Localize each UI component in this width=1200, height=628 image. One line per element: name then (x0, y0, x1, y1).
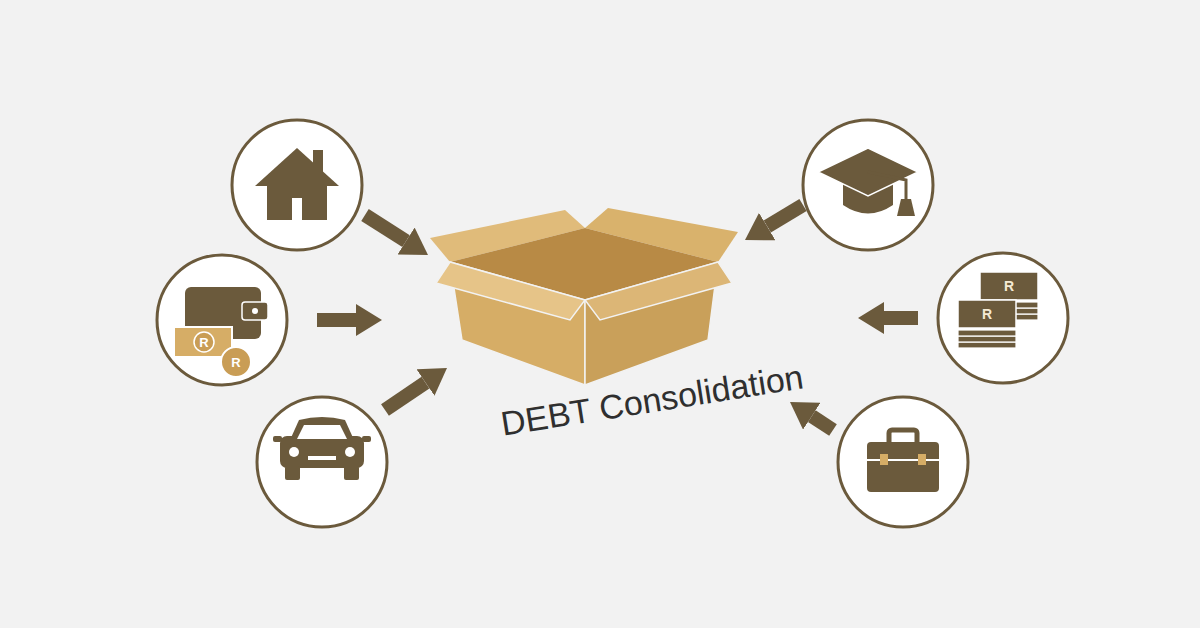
arrow (812, 416, 833, 430)
headline-text: DEBT Consolidation (498, 359, 805, 440)
briefcase-icon (838, 397, 968, 527)
node-shape (420, 205, 750, 395)
node-shape (938, 253, 1068, 383)
arrow (767, 205, 803, 227)
box-illustration: DEBT Consolidation (420, 205, 750, 395)
currency-symbol: R (982, 307, 992, 321)
arrow (385, 383, 425, 410)
wallet-circle: RR (157, 255, 287, 385)
money-circle: RR (938, 253, 1068, 383)
currency-symbol: R (1004, 279, 1014, 293)
node-shape (157, 255, 287, 385)
cap-icon (803, 120, 933, 250)
car-icon (257, 397, 387, 527)
currency-symbol: R (199, 336, 208, 349)
currency-symbol: R (231, 356, 240, 369)
arrow (365, 215, 406, 241)
arrow-connector (884, 311, 918, 325)
house-icon (232, 120, 362, 250)
arrow-connector (317, 313, 356, 327)
